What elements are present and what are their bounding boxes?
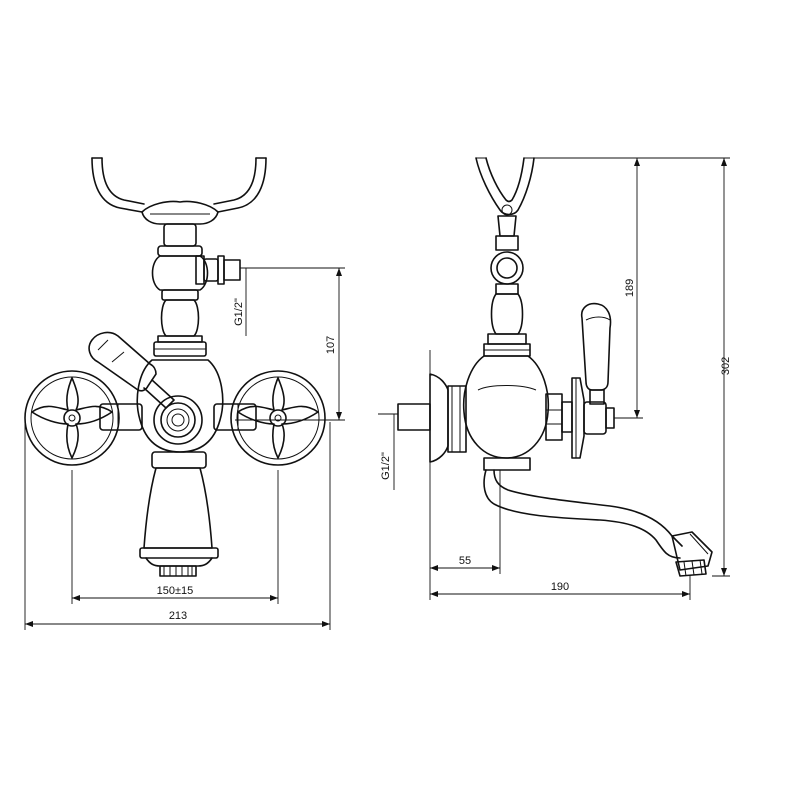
hose-outlet bbox=[195, 255, 241, 285]
dim-wall-to-outlet: 55 bbox=[459, 555, 471, 567]
left-cross-handle bbox=[24, 370, 120, 466]
dim-overall-height: 302 bbox=[720, 357, 732, 375]
mixer-body bbox=[136, 359, 224, 453]
lever-side bbox=[580, 302, 612, 405]
cross-handle-side bbox=[571, 377, 615, 459]
wall-flange bbox=[397, 373, 467, 463]
dim-projection: 190 bbox=[551, 581, 569, 593]
side-view: 302 189 190 55 G1/2" bbox=[378, 157, 732, 600]
front-view: 213 150±15 107 G1/2" bbox=[24, 157, 345, 630]
upper-riser bbox=[151, 223, 209, 357]
diverter-lever bbox=[88, 331, 175, 409]
side-dimension-lines bbox=[378, 157, 730, 600]
spout-front bbox=[139, 451, 219, 577]
front-dimension-lines bbox=[24, 267, 345, 630]
dim-thread-front: G1/2" bbox=[233, 298, 245, 326]
dim-holder-to-lever: 189 bbox=[624, 279, 636, 297]
handset-holder bbox=[91, 157, 267, 225]
holder-side bbox=[475, 157, 535, 251]
dim-thread-side: G1/2" bbox=[380, 452, 392, 480]
body-side bbox=[462, 355, 573, 459]
dim-centers: 150±15 bbox=[157, 585, 194, 597]
spout-side bbox=[483, 457, 713, 577]
dim-total-width: 213 bbox=[169, 610, 187, 622]
dim-outlet-height: 107 bbox=[325, 336, 337, 354]
right-cross-handle bbox=[230, 370, 326, 466]
riser-side bbox=[483, 251, 531, 357]
